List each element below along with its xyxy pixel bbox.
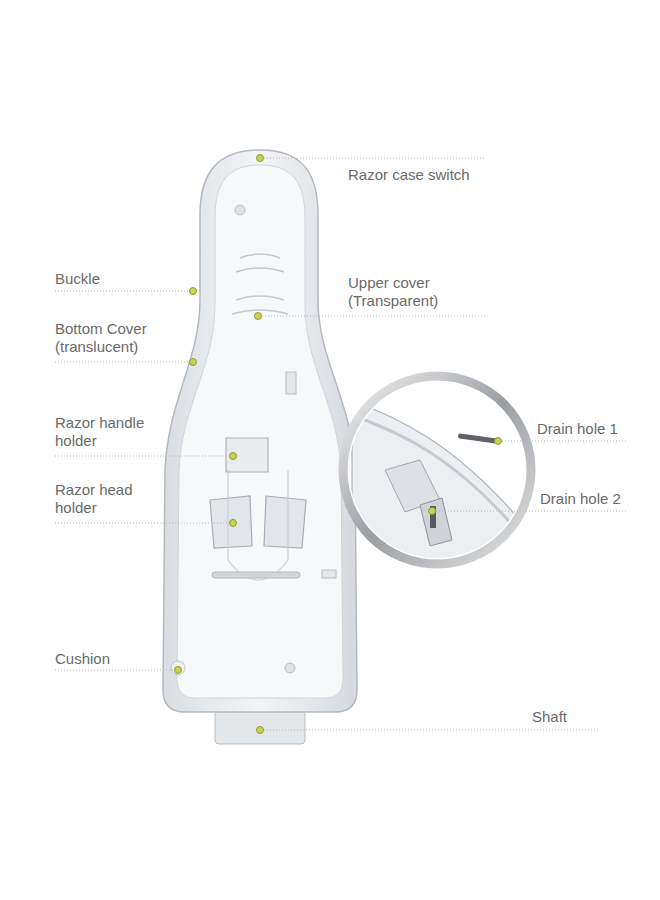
part-label: Drain hole 2 — [540, 490, 655, 508]
leader-line — [55, 456, 229, 457]
drain-slot — [212, 572, 300, 578]
marker-dot — [230, 453, 237, 460]
drain-hole — [458, 433, 498, 444]
marker-dot — [190, 288, 197, 295]
screw-hole — [235, 205, 245, 215]
marker-dot — [255, 313, 262, 320]
part-label: Buckle — [55, 270, 175, 288]
leader-line — [436, 511, 626, 512]
leader-line — [55, 523, 229, 524]
part-label: Cushion — [55, 650, 165, 668]
side-clip — [322, 570, 336, 578]
marker-dot — [230, 520, 237, 527]
razor-handle-holder — [226, 438, 268, 472]
marker-dot — [257, 727, 264, 734]
leader-line — [55, 291, 189, 292]
screw-hole — [285, 663, 295, 673]
ridge — [240, 254, 280, 258]
leader-line — [55, 362, 189, 363]
marker-dot — [190, 359, 197, 366]
drain-hole — [420, 498, 452, 546]
leader-lines — [55, 158, 626, 730]
part-label: Shaft — [532, 708, 642, 726]
part-label: Drain hole 1 — [537, 420, 652, 438]
leader-line — [55, 670, 174, 671]
zoom-detail — [352, 400, 540, 570]
part-label: Razor case switch — [348, 166, 508, 184]
side-clip — [286, 372, 296, 394]
leader-line — [264, 158, 485, 159]
cutout — [228, 470, 288, 580]
upper-cover — [177, 165, 343, 698]
case-body — [163, 150, 357, 712]
ridge — [236, 268, 284, 272]
part-label: Razor handle holder — [55, 414, 160, 450]
part-label: Upper cover (Transparent) — [348, 274, 458, 310]
leader-line — [262, 316, 485, 317]
razor-head-holder — [210, 496, 252, 548]
marker-dot — [175, 667, 182, 674]
leader-line — [264, 730, 600, 731]
ridge — [236, 296, 284, 300]
part-label: Razor head holder — [55, 481, 160, 517]
marker-dot — [257, 155, 264, 162]
case-edge — [352, 400, 540, 570]
marker-dots — [175, 155, 502, 734]
part-label: Bottom Cover (translucent) — [55, 320, 165, 356]
marker-dot — [429, 508, 436, 515]
leader-line — [502, 441, 626, 442]
cushion — [171, 661, 185, 675]
razor-head-holder — [264, 496, 306, 548]
marker-dot — [495, 438, 502, 445]
